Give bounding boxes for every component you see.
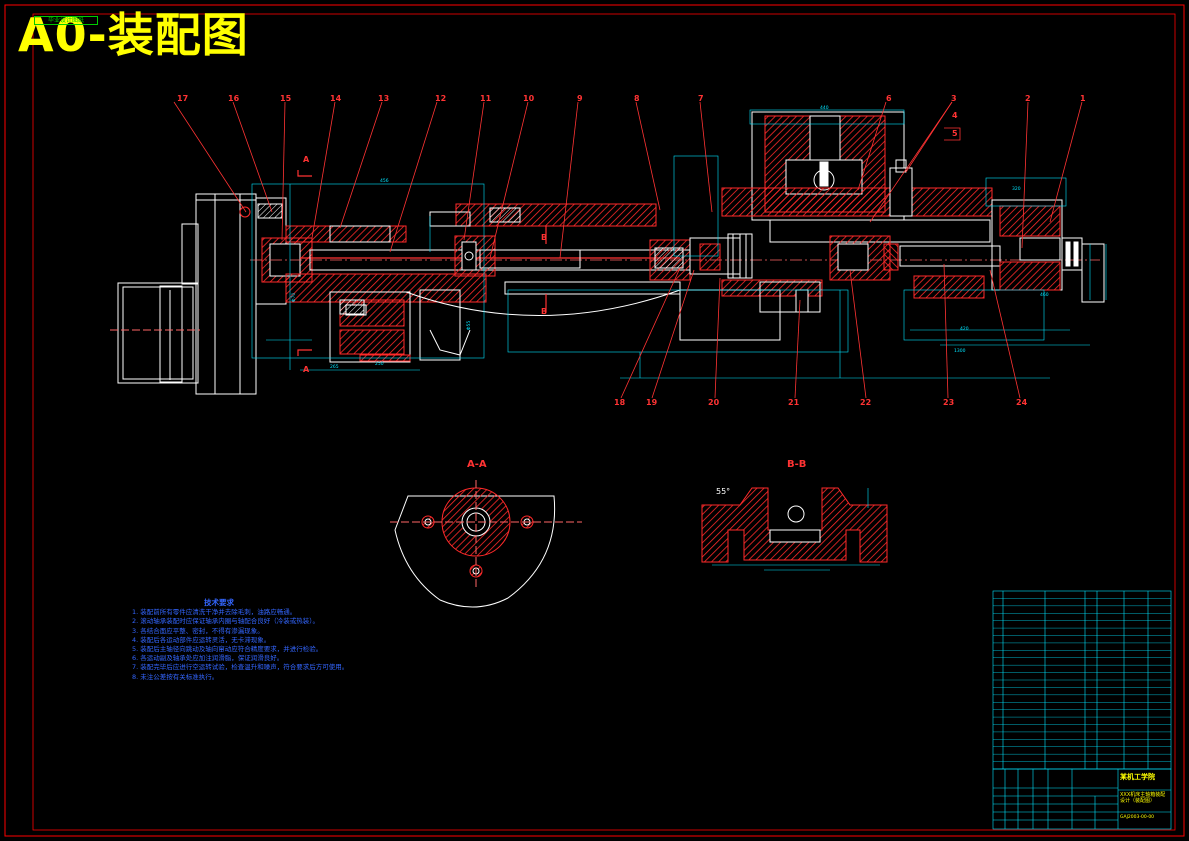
balloon: 7 xyxy=(698,94,704,103)
balloon: 4 xyxy=(952,111,958,120)
section-mark-a: A xyxy=(303,365,310,374)
tech-item: 7. 装配完毕后应进行空运转试验，检查温升和噪声，符合要求后方可使用。 xyxy=(132,663,349,672)
tech-item: 8. 未注公差按有关标准执行。 xyxy=(132,672,219,681)
balloon: 2 xyxy=(1025,94,1031,103)
tech-item: 1. 装配前所有零件应清洗干净并去除毛刺，油路应畅通。 xyxy=(132,608,297,617)
title-block-company: 某机工学院 xyxy=(1120,773,1155,781)
inner-frame xyxy=(32,13,1176,831)
balloon: 14 xyxy=(330,94,342,103)
balloon: 20 xyxy=(708,398,720,407)
callout-leaders xyxy=(173,101,1083,399)
top-label: 毕业设计图纸 xyxy=(34,16,98,25)
section-bb-caption: B-B xyxy=(787,459,806,470)
balloon: 11 xyxy=(480,94,492,103)
balloon: 16 xyxy=(228,94,240,103)
svg-text:250: 250 xyxy=(375,361,384,367)
tech-item: 4. 装配后各运动部件应运转灵活，无卡滞现象。 xyxy=(132,635,271,644)
section-mark-b: B xyxy=(541,307,547,316)
title-block xyxy=(992,768,1172,830)
balloon: 24 xyxy=(1016,398,1028,407)
angle-label: 55° xyxy=(716,487,730,496)
balloon: 12 xyxy=(435,94,446,103)
dimension-lines xyxy=(251,109,1107,379)
title-block-drawing-code: GAJ2003-00-00 xyxy=(1120,815,1155,820)
svg-text:Φ70: Φ70 xyxy=(291,293,297,302)
parts-list-rows xyxy=(993,598,1171,762)
balloon: 3 xyxy=(951,94,957,103)
tech-item: 3. 各结合面应平整、密封，不得有渗漏现象。 xyxy=(132,626,264,635)
tech-title: 技术要求 xyxy=(204,598,234,607)
title-block-drawing-name: XXX机床主轴箱装配设计（装配图） xyxy=(1120,792,1166,804)
svg-text:460: 460 xyxy=(1040,292,1049,298)
section-mark-a: A xyxy=(303,155,310,164)
balloon: 5 xyxy=(952,129,958,138)
drawing-title: A0-装配图 xyxy=(18,8,249,62)
section-cut-marks: A A B B xyxy=(303,155,547,374)
balloon: 22 xyxy=(860,398,871,407)
technical-requirements: 技术要求 1. 装配前所有零件应清洗干净并去除毛刺，油路应畅通。 2. 滚动轴承… xyxy=(132,598,348,682)
section-view-bb xyxy=(701,487,888,571)
svg-text:320: 320 xyxy=(1012,186,1021,192)
svg-text:440: 440 xyxy=(820,105,829,111)
tech-item: 5. 装配后主轴径向跳动及轴向窜动应符合精度要求，并进行检验。 xyxy=(132,645,323,654)
balloon: 17 xyxy=(177,94,188,103)
balloon: 13 xyxy=(378,94,389,103)
balloon: 18 xyxy=(614,398,626,407)
svg-text:265: 265 xyxy=(330,364,339,370)
balloon: 9 xyxy=(577,94,583,103)
balloons-top: 17 16 15 14 13 12 11 10 9 8 7 6 3 4 5 2 … xyxy=(177,94,1086,138)
section-view-aa xyxy=(390,480,582,608)
balloon: 15 xyxy=(280,94,292,103)
outer-frame xyxy=(4,4,1185,837)
svg-text:456: 456 xyxy=(380,178,389,184)
tech-item: 6. 各运动副及轴承处应加注润滑脂，保证润滑良好。 xyxy=(132,654,284,663)
svg-text:420: 420 xyxy=(960,326,969,332)
svg-text:Φ55: Φ55 xyxy=(466,321,472,330)
balloon: 21 xyxy=(788,398,800,407)
section-mark-b: B xyxy=(541,233,547,242)
balloon: 23 xyxy=(943,398,954,407)
balloon: 19 xyxy=(646,398,658,407)
balloon: 10 xyxy=(523,94,535,103)
balloon: 6 xyxy=(886,94,892,103)
svg-text:1300: 1300 xyxy=(954,348,966,354)
balloons-bottom: 18 19 20 21 22 23 24 xyxy=(614,398,1028,407)
section-aa-caption: A-A xyxy=(467,459,487,470)
balloon: 1 xyxy=(1080,94,1086,103)
section-captions: A-A B-B xyxy=(467,459,806,470)
tech-item: 2. 滚动轴承装配时应保证轴承内圈与轴配合良好（冷装或热装）。 xyxy=(132,617,320,626)
balloon: 8 xyxy=(634,94,640,103)
